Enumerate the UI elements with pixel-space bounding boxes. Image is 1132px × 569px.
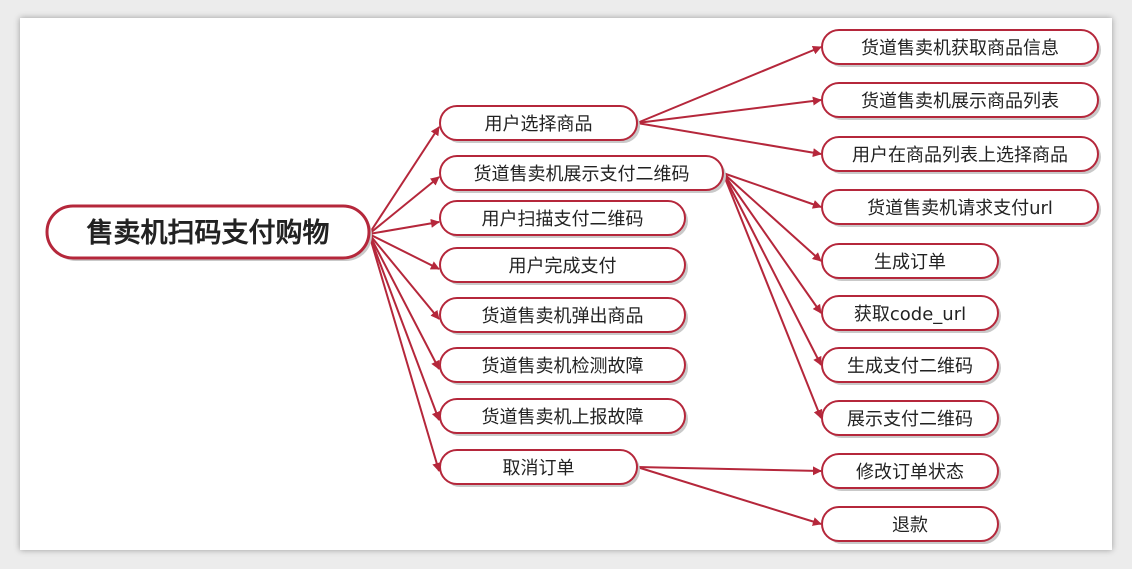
leaf-node-7-0-box — [821, 453, 999, 489]
branch-node-2-label: 用户扫描支付二维码 — [482, 209, 644, 230]
leaf-node-1-4-box — [821, 400, 999, 436]
leaf-node-1-0-box — [821, 189, 1099, 225]
leaf-node-7-0: 修改订单状态 — [821, 453, 1001, 491]
edge-root-to-branch-4 — [368, 233, 440, 320]
branch-node-2: 用户扫描支付二维码 — [439, 200, 688, 238]
leaf-node-0-0: 货道售卖机获取商品信息 — [821, 29, 1101, 67]
leaf-node-1-0-label: 货道售卖机请求支付url — [867, 198, 1053, 219]
root-node: 售卖机扫码支付购物 — [45, 204, 372, 261]
edge-branch-1-to-leaf-2 — [722, 172, 822, 314]
branch-node-5-label: 货道售卖机检测故障 — [482, 356, 644, 377]
root-node-label: 售卖机扫码支付购物 — [87, 217, 330, 249]
leaf-node-1-0: 货道售卖机请求支付url — [821, 189, 1101, 227]
edge-root-to-branch-5 — [368, 233, 440, 370]
branch-node-0-box — [439, 105, 638, 141]
branch-node-5-box — [439, 347, 686, 383]
leaf-node-7-0-label: 修改订单状态 — [856, 462, 964, 483]
edge-branch-1-to-leaf-1 — [722, 172, 822, 262]
edge-branch-0-to-leaf-0 — [636, 45, 822, 124]
edge-root-to-branch-2 — [368, 218, 440, 235]
leaf-node-0-2: 用户在商品列表上选择商品 — [821, 136, 1101, 174]
branch-node-7: 取消订单 — [439, 449, 640, 487]
edge-branch-7-to-leaf-1 — [636, 466, 822, 526]
leaf-node-7-1-label: 退款 — [892, 515, 928, 536]
nodes-layer: 售卖机扫码支付购物 用户选择商品 货道售卖机获取商品信息货道售卖机展示商品列表用户在… — [45, 29, 1101, 544]
edge-branch-0-to-leaf-1 — [636, 96, 822, 124]
branch-node-7-label: 取消订单 — [503, 458, 575, 479]
leaf-node-0-1-label: 货道售卖机展示商品列表 — [861, 91, 1059, 112]
edge-branch-0-to-leaf-2 — [636, 122, 822, 158]
branch-node-4-box — [439, 297, 686, 333]
branch-node-6-box — [439, 398, 686, 434]
edge-root-to-branch-3 — [368, 233, 440, 270]
edges-layer — [368, 45, 823, 526]
leaf-node-0-0-box — [821, 29, 1099, 65]
leaf-node-0-0-label: 货道售卖机获取商品信息 — [861, 38, 1059, 59]
leaf-node-1-3: 生成支付二维码 — [821, 347, 1001, 385]
edge-root-to-branch-7 — [368, 233, 442, 472]
leaf-node-0-2-label: 用户在商品列表上选择商品 — [852, 145, 1068, 166]
branch-node-3-label: 用户完成支付 — [509, 256, 617, 277]
edge-branch-1-to-leaf-3 — [722, 172, 822, 366]
branch-node-0-label: 用户选择商品 — [485, 114, 593, 135]
edge-root-to-branch-0 — [368, 126, 440, 235]
branch-node-6-label: 货道售卖机上报故障 — [482, 407, 644, 428]
leaf-node-1-2-box — [821, 295, 999, 331]
edge-branch-1-to-leaf-4 — [722, 172, 823, 419]
edge-branch-7-to-leaf-0 — [636, 466, 822, 476]
leaf-node-0-1-box — [821, 82, 1099, 118]
leaf-node-7-1-box — [821, 506, 999, 542]
leaf-node-1-4-label: 展示支付二维码 — [847, 409, 973, 430]
root-node-box — [45, 204, 371, 260]
leaf-node-1-2-label: 获取code_url — [854, 304, 966, 325]
leaf-node-1-4: 展示支付二维码 — [821, 400, 1001, 438]
branch-node-6: 货道售卖机上报故障 — [439, 398, 688, 436]
branch-node-4: 货道售卖机弹出商品 — [439, 297, 688, 335]
branch-node-7-box — [439, 449, 638, 485]
branch-node-3-box — [439, 247, 686, 283]
leaf-node-7-1: 退款 — [821, 506, 1001, 544]
leaf-node-1-3-box — [821, 347, 999, 383]
leaf-node-1-3-label: 生成支付二维码 — [847, 356, 973, 377]
branch-node-0: 用户选择商品 — [439, 105, 640, 143]
edge-root-to-branch-6 — [368, 233, 441, 421]
branch-node-4-label: 货道售卖机弹出商品 — [482, 306, 644, 327]
leaf-node-1-1-box — [821, 243, 999, 279]
leaf-node-1-1: 生成订单 — [821, 243, 1001, 281]
leaf-node-1-2: 获取code_url — [821, 295, 1001, 333]
branch-node-1-label: 货道售卖机展示支付二维码 — [474, 164, 690, 185]
branch-node-1: 货道售卖机展示支付二维码 — [439, 155, 726, 193]
leaf-node-0-2-box — [821, 136, 1099, 172]
branch-node-3: 用户完成支付 — [439, 247, 688, 285]
branch-node-1-box — [439, 155, 724, 191]
branch-node-5: 货道售卖机检测故障 — [439, 347, 688, 385]
branch-node-2-box — [439, 200, 686, 236]
edge-root-to-branch-1 — [368, 176, 440, 235]
leaf-node-0-1: 货道售卖机展示商品列表 — [821, 82, 1101, 120]
edge-branch-1-to-leaf-0 — [722, 172, 822, 209]
leaf-node-1-1-label: 生成订单 — [874, 252, 946, 273]
